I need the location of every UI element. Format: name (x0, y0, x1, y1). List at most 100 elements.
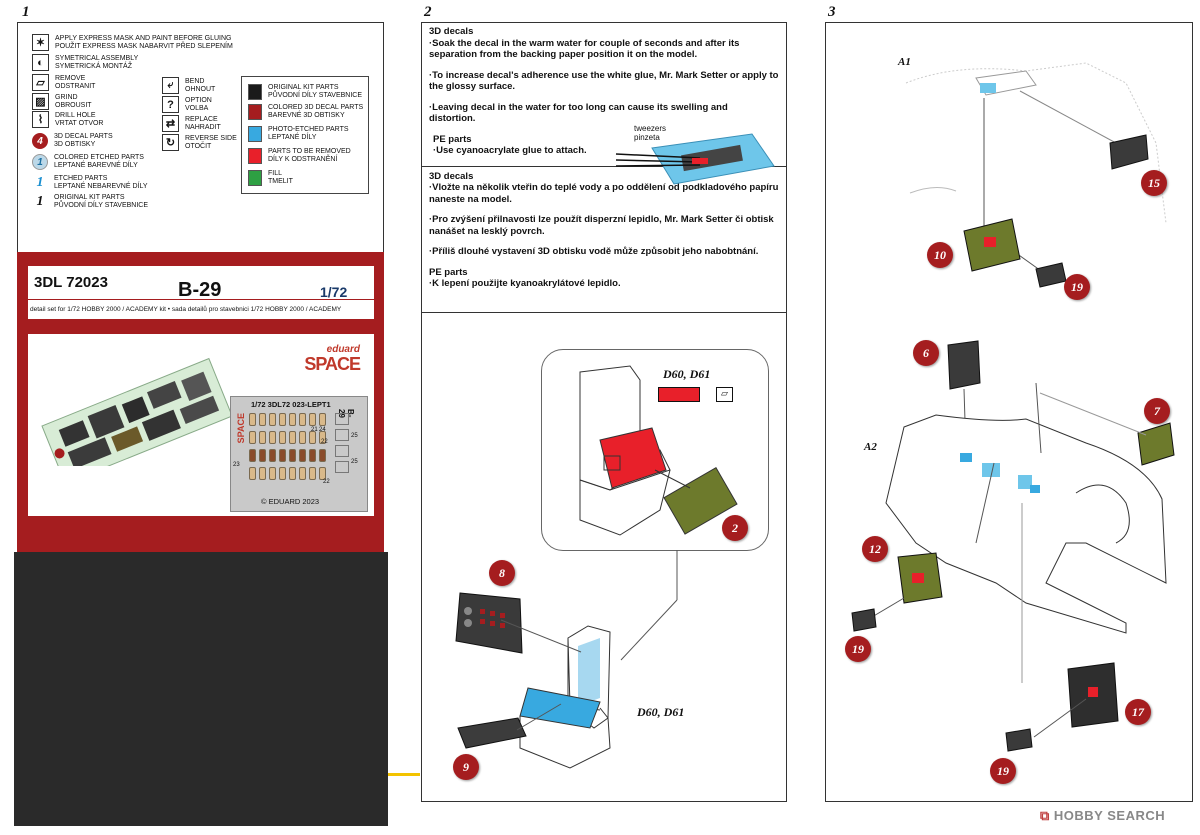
instr-cz-p1: ·Vložte na několik vteřin do teplé vody … (429, 182, 779, 205)
part-callout-7: 7 (1144, 398, 1170, 424)
fret-cell (269, 449, 276, 462)
fret-number: 22 (321, 439, 328, 445)
label-a2: A2 (864, 441, 877, 453)
legend-item-star: ✶ APPLY EXPRESS MASK AND PAINT BEFORE GLU… (32, 34, 233, 51)
fret-cell (289, 413, 296, 426)
part-callout-19a: 19 (1064, 274, 1090, 300)
color-swatch (248, 104, 262, 120)
fret-number: 25 (351, 433, 358, 439)
fret-cell (279, 467, 286, 480)
label-d60-d61-bottom: D60, D61 (637, 705, 685, 719)
product-code: 3DL 72023 (34, 274, 108, 291)
kit-part-icon: 1 (36, 194, 44, 209)
fret-cell (279, 413, 286, 426)
fret-cell (289, 431, 296, 444)
fret-cell (309, 413, 316, 426)
fret-number: 21 (311, 427, 318, 433)
instr-cz-pe-title: PE parts (429, 266, 468, 278)
symmetry-icon: ◐ (32, 54, 49, 71)
fret-cell (259, 431, 266, 444)
instr-cz-pe-p1: ·K lepení použijte kyanoakrylátové lepid… (429, 278, 621, 289)
fret-cell (249, 413, 256, 426)
decal-3d-icon: 4 (32, 133, 48, 149)
remove-swatch (658, 387, 700, 402)
part-callout-17: 17 (1125, 699, 1151, 725)
fret-cell (269, 413, 276, 426)
remove-icon: ▱ (716, 387, 733, 402)
decal-sheet-image (41, 357, 232, 466)
option-icon: ? (162, 96, 179, 113)
fret-cell (259, 413, 266, 426)
watermark: ⧉ HOBBY SEARCH (1040, 808, 1166, 823)
fret-cell (249, 431, 256, 444)
instr-pe-title: PE parts (433, 133, 472, 145)
yellow-connector (388, 773, 420, 776)
product-subtitle: detail set for 1/72 HOBBY 2000 / ACADEMY… (30, 306, 342, 313)
product-name: B-29 (178, 279, 222, 301)
star-icon: ✶ (32, 34, 49, 51)
product-title-card: 3DL 72023 B-29 1/72 detail set for 1/72 … (28, 266, 374, 319)
label-d60-d61-top: D60, D61 (663, 367, 711, 381)
fret-cell (249, 467, 256, 480)
fret-cell (299, 449, 306, 462)
reverse-side-icon: ↻ (162, 134, 179, 151)
part-callout-19c: 19 (990, 758, 1016, 784)
part-callout-2: 2 (722, 515, 748, 541)
fret-number: 23 (233, 462, 240, 468)
tweezers-illustration (615, 133, 775, 185)
instr-cz-title: 3D decals (429, 170, 474, 182)
colored-etched-icon: 1 (32, 154, 48, 170)
instr-en-p1: ·Soak the decal in the warm water for co… (429, 37, 740, 61)
fret-cell (259, 449, 266, 462)
fret-cell (299, 467, 306, 480)
fret-cell (279, 431, 286, 444)
fret-cell (319, 431, 326, 444)
fret-code: 1/72 3DL72 023-LEPT1 (251, 400, 331, 409)
label-a1: A1 (898, 56, 911, 68)
seat-detail-drawing (579, 365, 738, 536)
bend-icon: ⤶ (162, 77, 179, 94)
instr-en-title: 3D decals (429, 26, 474, 37)
legend-label: APPLY EXPRESS MASK AND PAINT BEFORE GLUI… (55, 34, 233, 50)
step-number-3: 3 (828, 4, 836, 20)
fret-cell (269, 431, 276, 444)
fret-cell (319, 413, 326, 426)
brand-space: SPACE (304, 354, 361, 374)
part-callout-8: 8 (489, 560, 515, 586)
fret-cell (319, 467, 326, 480)
watermark-logo-icon: ⧉ (1040, 808, 1054, 823)
fret-cell (249, 449, 256, 462)
part-callout-19b: 19 (845, 636, 871, 662)
fret-cell (269, 467, 276, 480)
drill-icon: ⌇ (32, 111, 49, 128)
fret-cell (299, 431, 306, 444)
instr-cz-p2: ·Pro zvýšení přilnavosti lze použít disp… (429, 214, 774, 237)
fret-cell (279, 449, 286, 462)
fret-cell (289, 449, 296, 462)
fret-copyright: © EDUARD 2023 (261, 497, 320, 506)
step2-leaders (500, 550, 678, 731)
